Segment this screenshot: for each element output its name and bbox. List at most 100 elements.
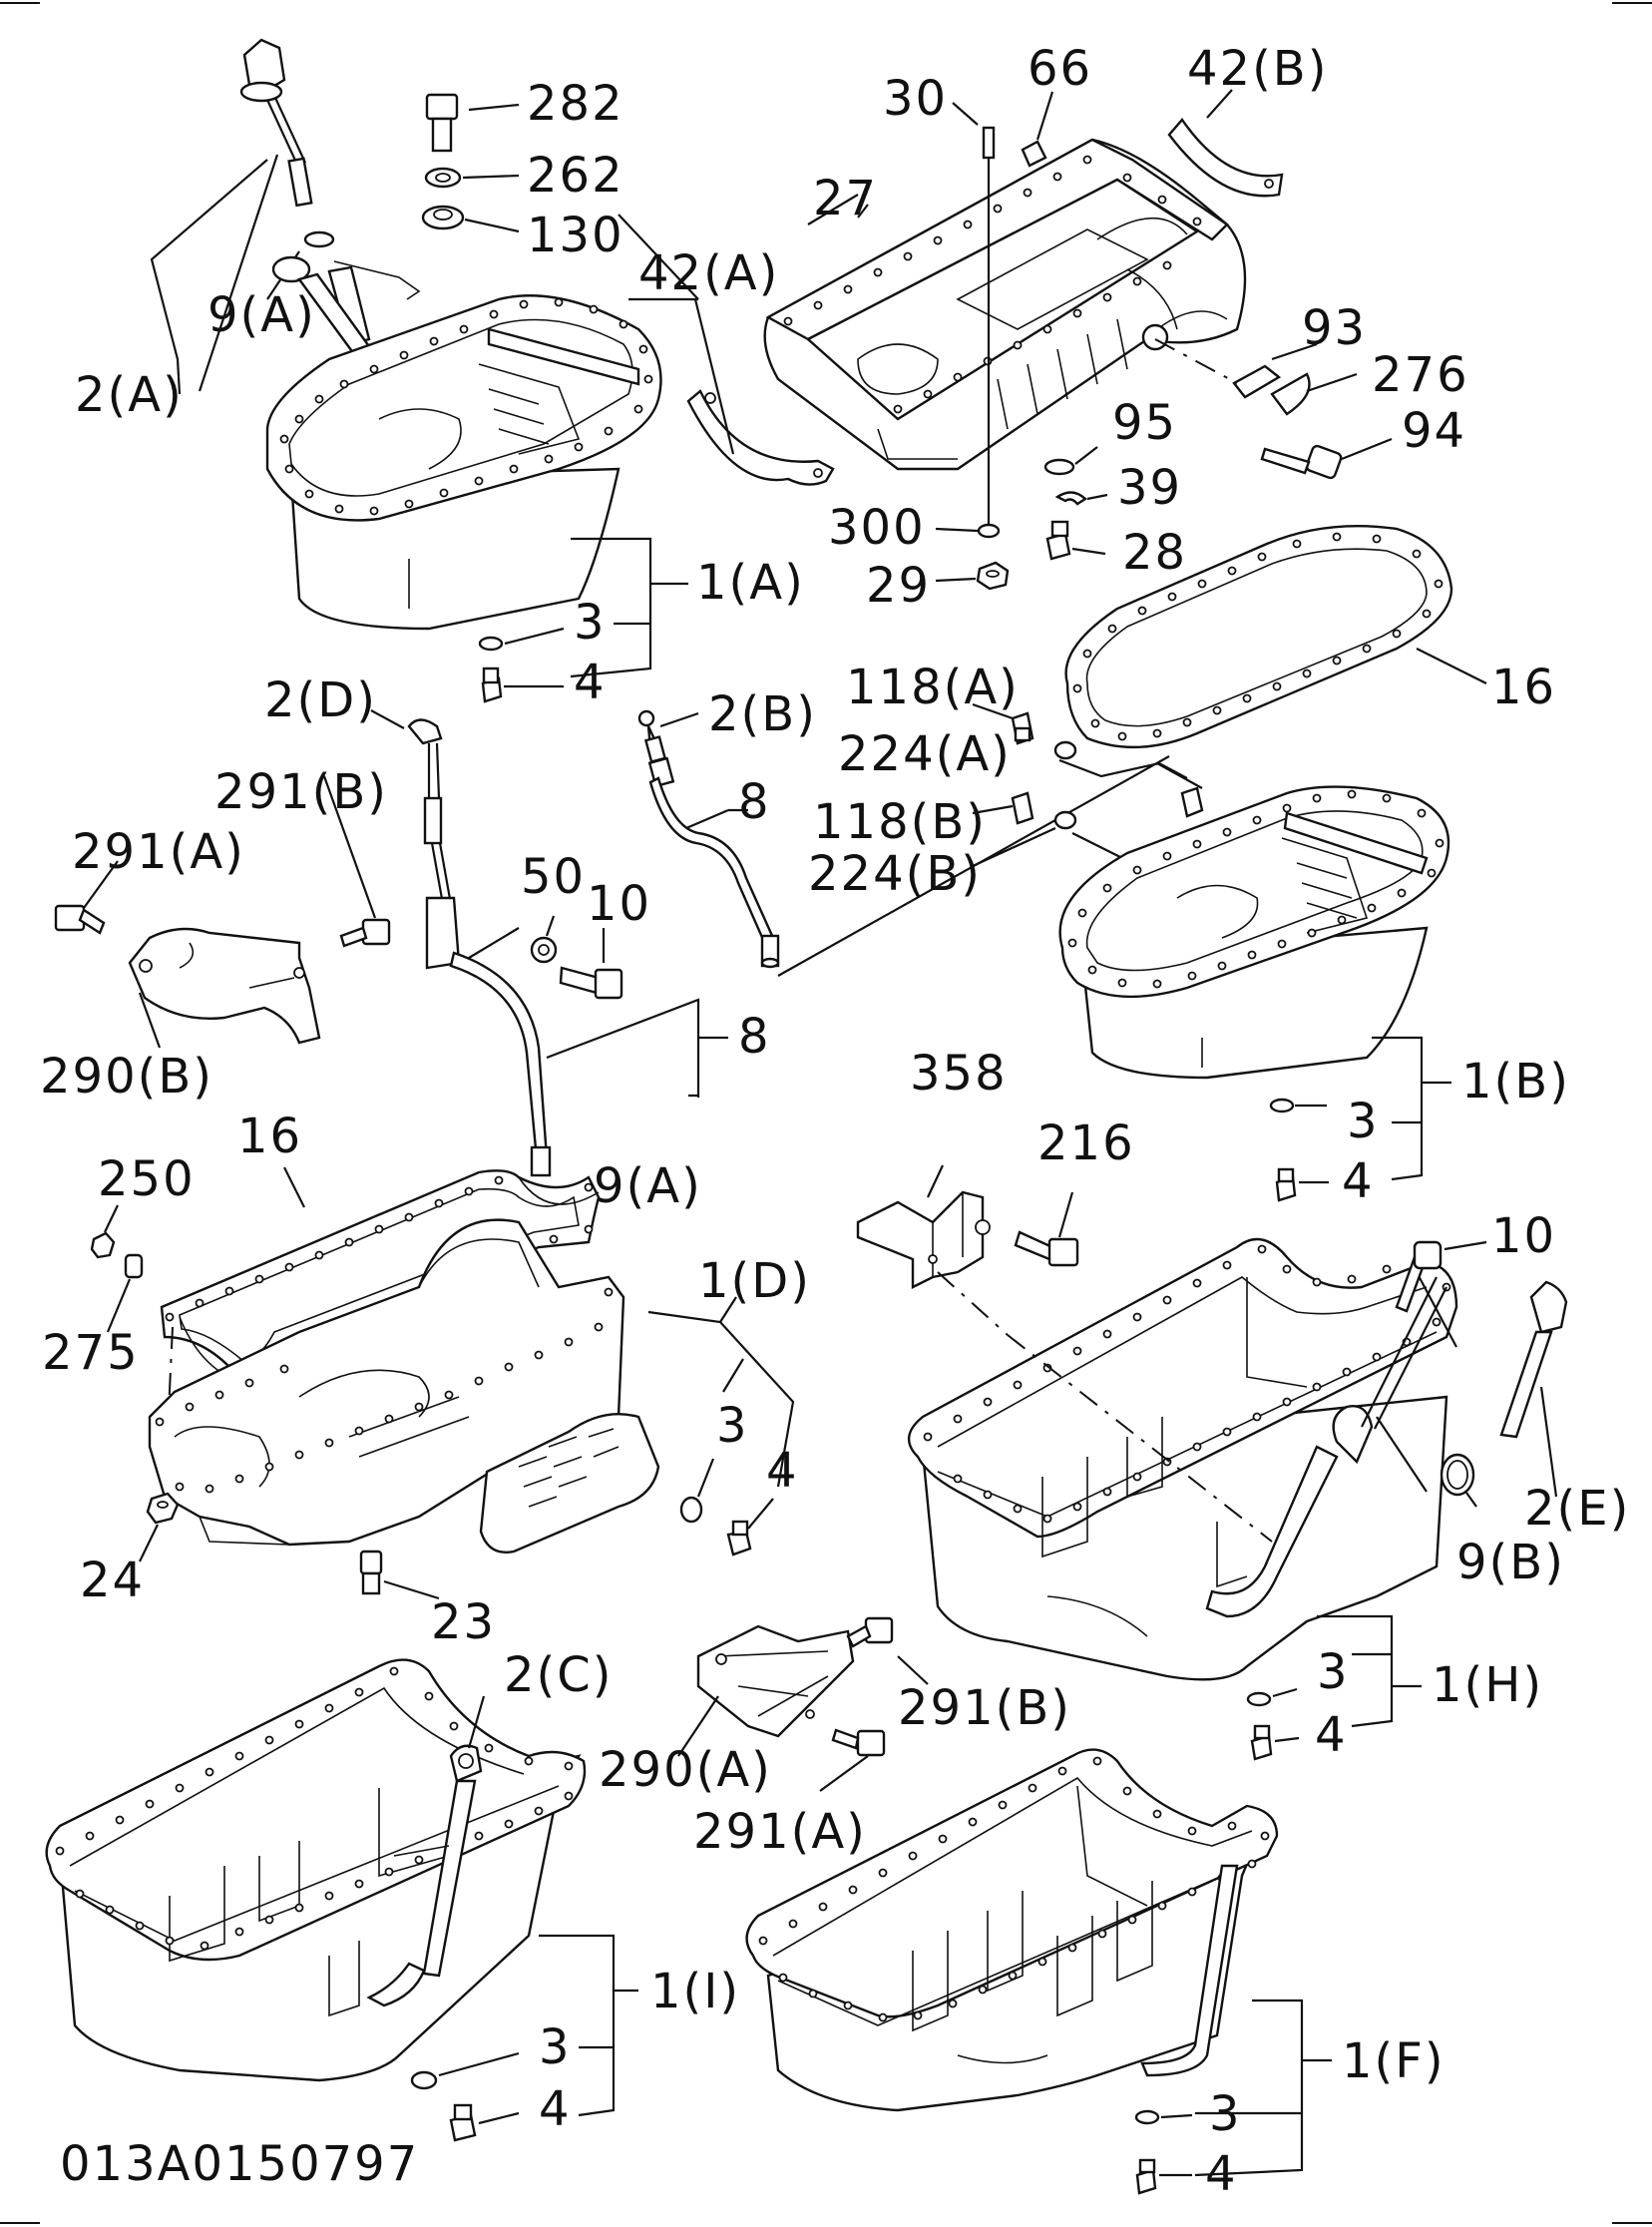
oring-9B — [1376, 1416, 1477, 1508]
label-29: 29 — [866, 558, 931, 614]
label-10-mid: 10 — [587, 876, 651, 932]
plug-4-1F — [1135, 2158, 1192, 2195]
label-2B: 2(B) — [708, 686, 817, 742]
label-27: 27 — [813, 171, 878, 226]
bolt-94 — [1260, 437, 1393, 480]
washer-300 — [935, 523, 1001, 539]
leader-8-mid — [546, 998, 728, 1098]
nut-24 — [139, 1492, 180, 1562]
bolt-118A — [972, 702, 1034, 745]
dipstick-2B — [637, 709, 699, 763]
bolt-118B — [972, 791, 1034, 825]
plug-4-1A — [481, 667, 564, 703]
bracket-290A — [677, 1624, 855, 1757]
bracket-1F — [1194, 1999, 1332, 2177]
bolt-291A-top — [54, 860, 119, 935]
label-291B-bot: 291(B) — [898, 1680, 1071, 1736]
washer-3-1A — [478, 627, 565, 652]
dipstick-2A — [239, 38, 313, 208]
dipstick-guide-2D — [370, 709, 552, 1177]
bolt-291A-bot — [819, 1728, 886, 1792]
label-16-top: 16 — [1491, 660, 1556, 715]
clip-39 — [1054, 491, 1108, 506]
label-300: 300 — [828, 500, 926, 556]
label-94: 94 — [1402, 403, 1466, 459]
label-42A: 42(A) — [638, 245, 779, 301]
label-4-1I: 4 — [539, 2081, 572, 2137]
label-3-1B: 3 — [1347, 1094, 1380, 1149]
label-4-1H: 4 — [1315, 1707, 1348, 1763]
label-3-1F: 3 — [1209, 2086, 1242, 2142]
washer-50 — [530, 915, 558, 964]
bracket-1B — [1372, 1036, 1451, 1181]
plug-4-1B — [1275, 1167, 1329, 1202]
label-8-top: 8 — [738, 774, 771, 830]
label-291A-bot: 291(A) — [693, 1804, 867, 1860]
label-291B-top: 291(B) — [214, 764, 388, 820]
washer-3-1F — [1134, 2109, 1193, 2125]
label-9A-top: 9(A) — [207, 287, 316, 343]
label-9B: 9(B) — [1456, 1535, 1565, 1590]
label-42B: 42(B) — [1187, 41, 1328, 97]
washer-224B — [972, 810, 1143, 869]
spacer-130 — [421, 205, 520, 233]
label-2A: 2(A) — [75, 367, 184, 423]
plug-28 — [1045, 520, 1106, 561]
label-23: 23 — [431, 1594, 496, 1650]
label-4-1A: 4 — [574, 655, 607, 710]
bolt-291B-bot — [846, 1616, 929, 1685]
label-358: 358 — [910, 1046, 1008, 1102]
label-1F: 1(F) — [1342, 2033, 1446, 2089]
gasket-276 — [1270, 372, 1358, 416]
label-224B: 224(B) — [808, 846, 982, 902]
bolt-282 — [425, 93, 520, 153]
label-290A: 290(A) — [599, 1742, 772, 1798]
plug-4-1H — [1250, 1724, 1300, 1761]
nut-250 — [90, 1204, 119, 1259]
bracket-290B — [128, 927, 321, 1049]
dowel-275 — [106, 1253, 144, 1333]
label-3-1A: 3 — [574, 595, 607, 651]
bolt-10-mid — [559, 928, 623, 1000]
oil-pan-1I — [45, 1658, 587, 2082]
label-3-1D: 3 — [716, 1398, 749, 1454]
label-39: 39 — [1117, 460, 1182, 516]
label-50: 50 — [521, 849, 586, 905]
label-93: 93 — [1302, 300, 1367, 356]
washer-95 — [1043, 446, 1098, 476]
upper-oil-pan-27 — [763, 138, 1247, 471]
washer-3-1I — [410, 2051, 520, 2090]
label-2E: 2(E) — [1524, 1481, 1630, 1537]
label-1H: 1(H) — [1432, 1657, 1543, 1713]
bolt-23 — [359, 1550, 440, 1600]
callout-labels: 282 262 130 9(A) 2(A) 1(A) 3 4 30 66 42(… — [40, 41, 1630, 2202]
label-4-1D: 4 — [766, 1443, 799, 1499]
bracket-358 — [856, 1164, 991, 1289]
label-1B: 1(B) — [1461, 1054, 1570, 1110]
label-1D: 1(D) — [698, 1253, 811, 1309]
dash-358-into-1H — [1007, 1334, 1273, 1543]
label-2C: 2(C) — [504, 1647, 614, 1703]
nut-29 — [935, 561, 1010, 591]
plug-4-1I — [449, 2103, 520, 2142]
label-10-right: 10 — [1491, 1208, 1556, 1264]
label-216: 216 — [1037, 1115, 1135, 1171]
cover-42A — [618, 214, 835, 486]
label-1I: 1(I) — [650, 1964, 740, 2019]
leader-2A — [150, 154, 279, 395]
bolt-10-right — [1395, 1240, 1487, 1313]
washer-224A — [1053, 740, 1203, 789]
bracket-1A — [570, 537, 688, 678]
label-276: 276 — [1372, 347, 1469, 403]
label-2D: 2(D) — [264, 672, 377, 728]
dipstick-2E — [1499, 1280, 1568, 1498]
bolt-216 — [1014, 1191, 1079, 1267]
bolt-66 — [1021, 91, 1054, 168]
label-250: 250 — [98, 1151, 196, 1207]
label-3-1I: 3 — [539, 2019, 572, 2075]
stud-30 — [952, 102, 996, 524]
label-291A-top: 291(A) — [72, 824, 245, 880]
label-8-mid: 8 — [738, 1009, 771, 1065]
